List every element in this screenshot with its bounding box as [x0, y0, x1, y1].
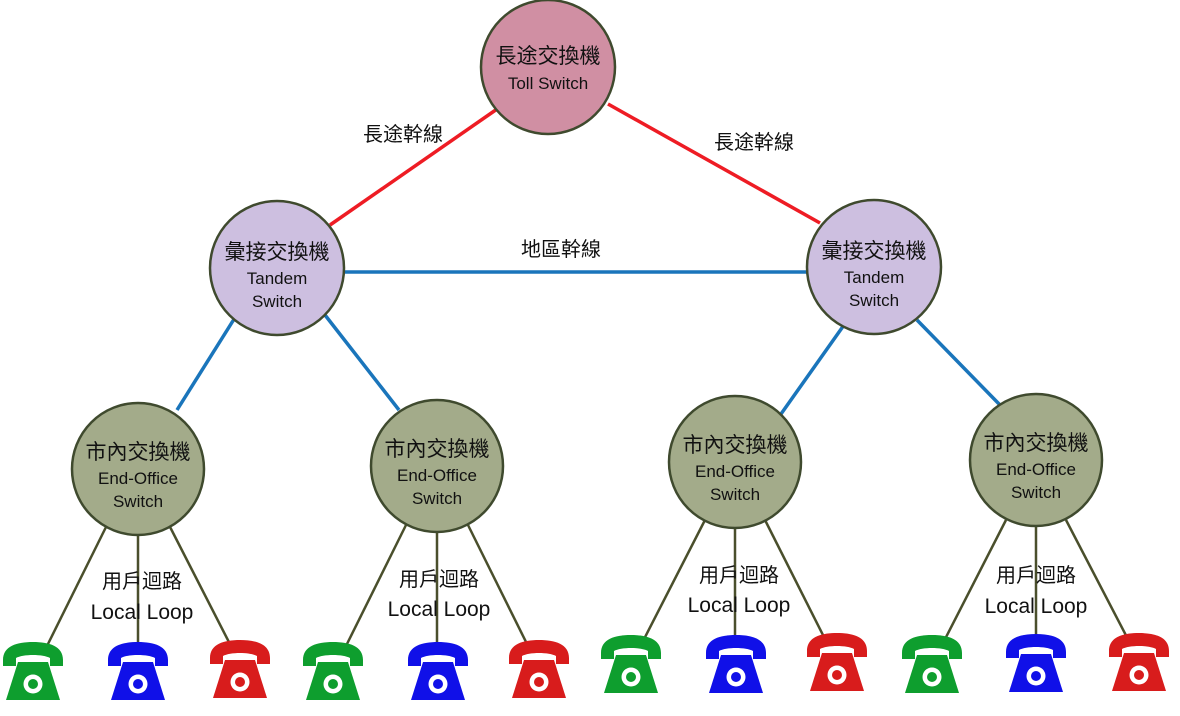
telephone-icon: [706, 635, 766, 693]
node-title: 市內交換機: [984, 431, 1089, 455]
telephone-icon: [1109, 633, 1169, 691]
tandem-office-line-3: [779, 323, 846, 416]
node-title: 長途交換機: [496, 44, 601, 68]
node-subtitle: Switch: [1011, 483, 1061, 502]
node-subtitle: End-Office: [397, 466, 477, 485]
node-subtitle: End-Office: [996, 460, 1076, 479]
toll-switch-node: 長途交換機 Toll Switch: [479, 0, 617, 136]
local-loop-label-zh-4: 用戶迴路: [996, 563, 1076, 587]
node-subtitle: End-Office: [98, 469, 178, 488]
local-loop-label-zh-1: 用戶迴路: [102, 569, 182, 593]
node-subtitle: Tandem: [247, 269, 307, 288]
node-subtitle: Switch: [113, 492, 163, 511]
regional-trunk-label: 地區幹線: [521, 237, 601, 261]
telephone-icon: [902, 635, 962, 693]
telephone-icon: [1006, 634, 1066, 692]
node-subtitle: Toll Switch: [508, 74, 588, 93]
node-subtitle: Switch: [710, 485, 760, 504]
local-loop-label-zh-3: 用戶迴路: [699, 563, 779, 587]
telephone-icon: [509, 640, 569, 698]
tandem-office-line-1: [175, 315, 238, 411]
telephone-icon: [210, 640, 270, 698]
local-loop-label-en-1: Local Loop: [91, 601, 194, 624]
local-loop-label-en-3: Local Loop: [688, 594, 791, 617]
end-office-switch-2-node: 市內交換機 End-Office Switch: [369, 398, 505, 534]
telephone-icon: [3, 642, 63, 700]
telephone-icon: [408, 642, 468, 700]
tandem-office-line-2: [323, 313, 401, 412]
telephone-icon: [303, 642, 363, 700]
tandem-switch-right-node: 彙接交換機 Tandem Switch: [805, 198, 943, 336]
node-title: 市內交換機: [683, 433, 788, 457]
telephone-icon: [108, 642, 168, 700]
end-office-switch-4-node: 市內交換機 End-Office Switch: [968, 392, 1104, 528]
local-loop-lines: [43, 519, 1133, 651]
node-subtitle: Switch: [412, 489, 462, 508]
node-subtitle: Switch: [252, 292, 302, 311]
node-title: 市內交換機: [385, 437, 490, 461]
telephone-icon: [601, 635, 661, 693]
node-subtitle: Switch: [849, 291, 899, 310]
toll-trunk-left-line: [329, 105, 501, 227]
telephone-icon: [807, 633, 867, 691]
tandem-office-line-4: [915, 318, 1002, 407]
node-title: 市內交換機: [86, 440, 191, 464]
telephones-layer: [3, 633, 1169, 700]
local-loop-label-en-2: Local Loop: [388, 598, 491, 621]
tandem-switch-left-node: 彙接交換機 Tandem Switch: [208, 199, 346, 337]
toll-trunk-right-label: 長途幹線: [714, 130, 794, 154]
toll-trunk-left-label: 長途幹線: [363, 122, 443, 146]
node-subtitle: Tandem: [844, 268, 904, 287]
node-title: 彙接交換機: [822, 239, 927, 263]
end-office-switch-3-node: 市內交換機 End-Office Switch: [667, 394, 803, 530]
local-loop-label-en-4: Local Loop: [985, 595, 1088, 618]
end-office-switch-1-node: 市內交換機 End-Office Switch: [70, 401, 206, 537]
local-loop-label-zh-2: 用戶迴路: [399, 567, 479, 591]
node-subtitle: End-Office: [695, 462, 775, 481]
toll-trunk-right-line: [607, 102, 821, 225]
node-title: 彙接交換機: [225, 240, 330, 264]
